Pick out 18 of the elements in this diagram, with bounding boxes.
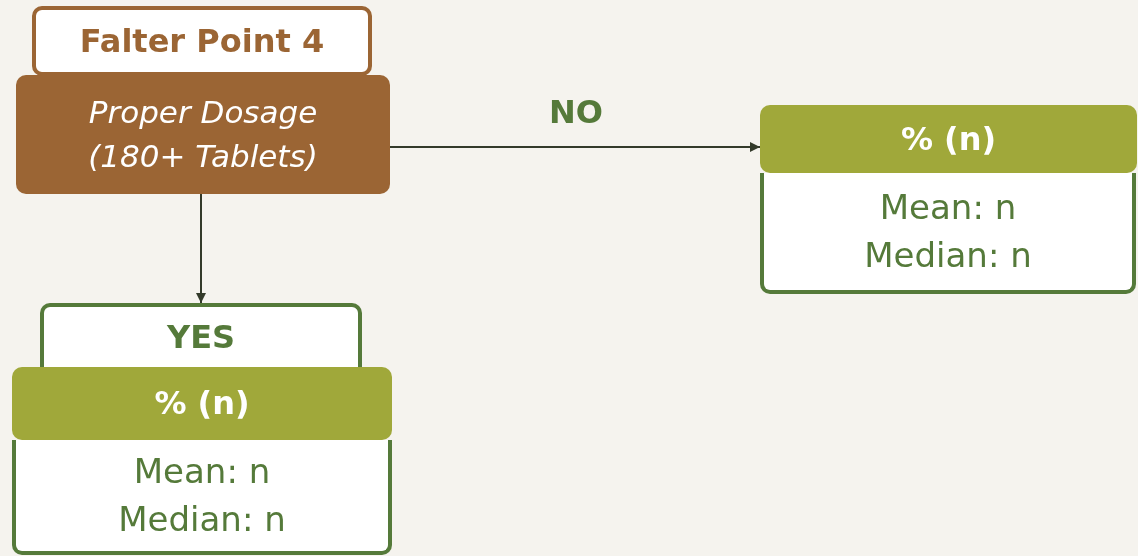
arrow	[389, 142, 761, 152]
node-text: Mean: n	[133, 449, 271, 493]
title-box	[32, 6, 372, 76]
result-box	[12, 440, 392, 555]
node-text: % (n)	[154, 383, 250, 425]
node-text: Proper Dosage (180+ Tablets)	[87, 93, 319, 176]
process-box	[16, 75, 390, 194]
node-text: Mean: n	[879, 185, 1017, 229]
node-text: % (n)	[900, 118, 997, 160]
result-box	[760, 173, 1136, 294]
answer-box	[40, 303, 362, 367]
node-text: YES	[166, 316, 236, 358]
arrow	[196, 193, 206, 304]
header-band	[760, 105, 1137, 173]
node-text: Median: n	[864, 233, 1032, 277]
node-text: Median: n	[118, 497, 286, 541]
header-band	[12, 367, 392, 440]
node-text: Falter Point 4	[79, 20, 325, 62]
